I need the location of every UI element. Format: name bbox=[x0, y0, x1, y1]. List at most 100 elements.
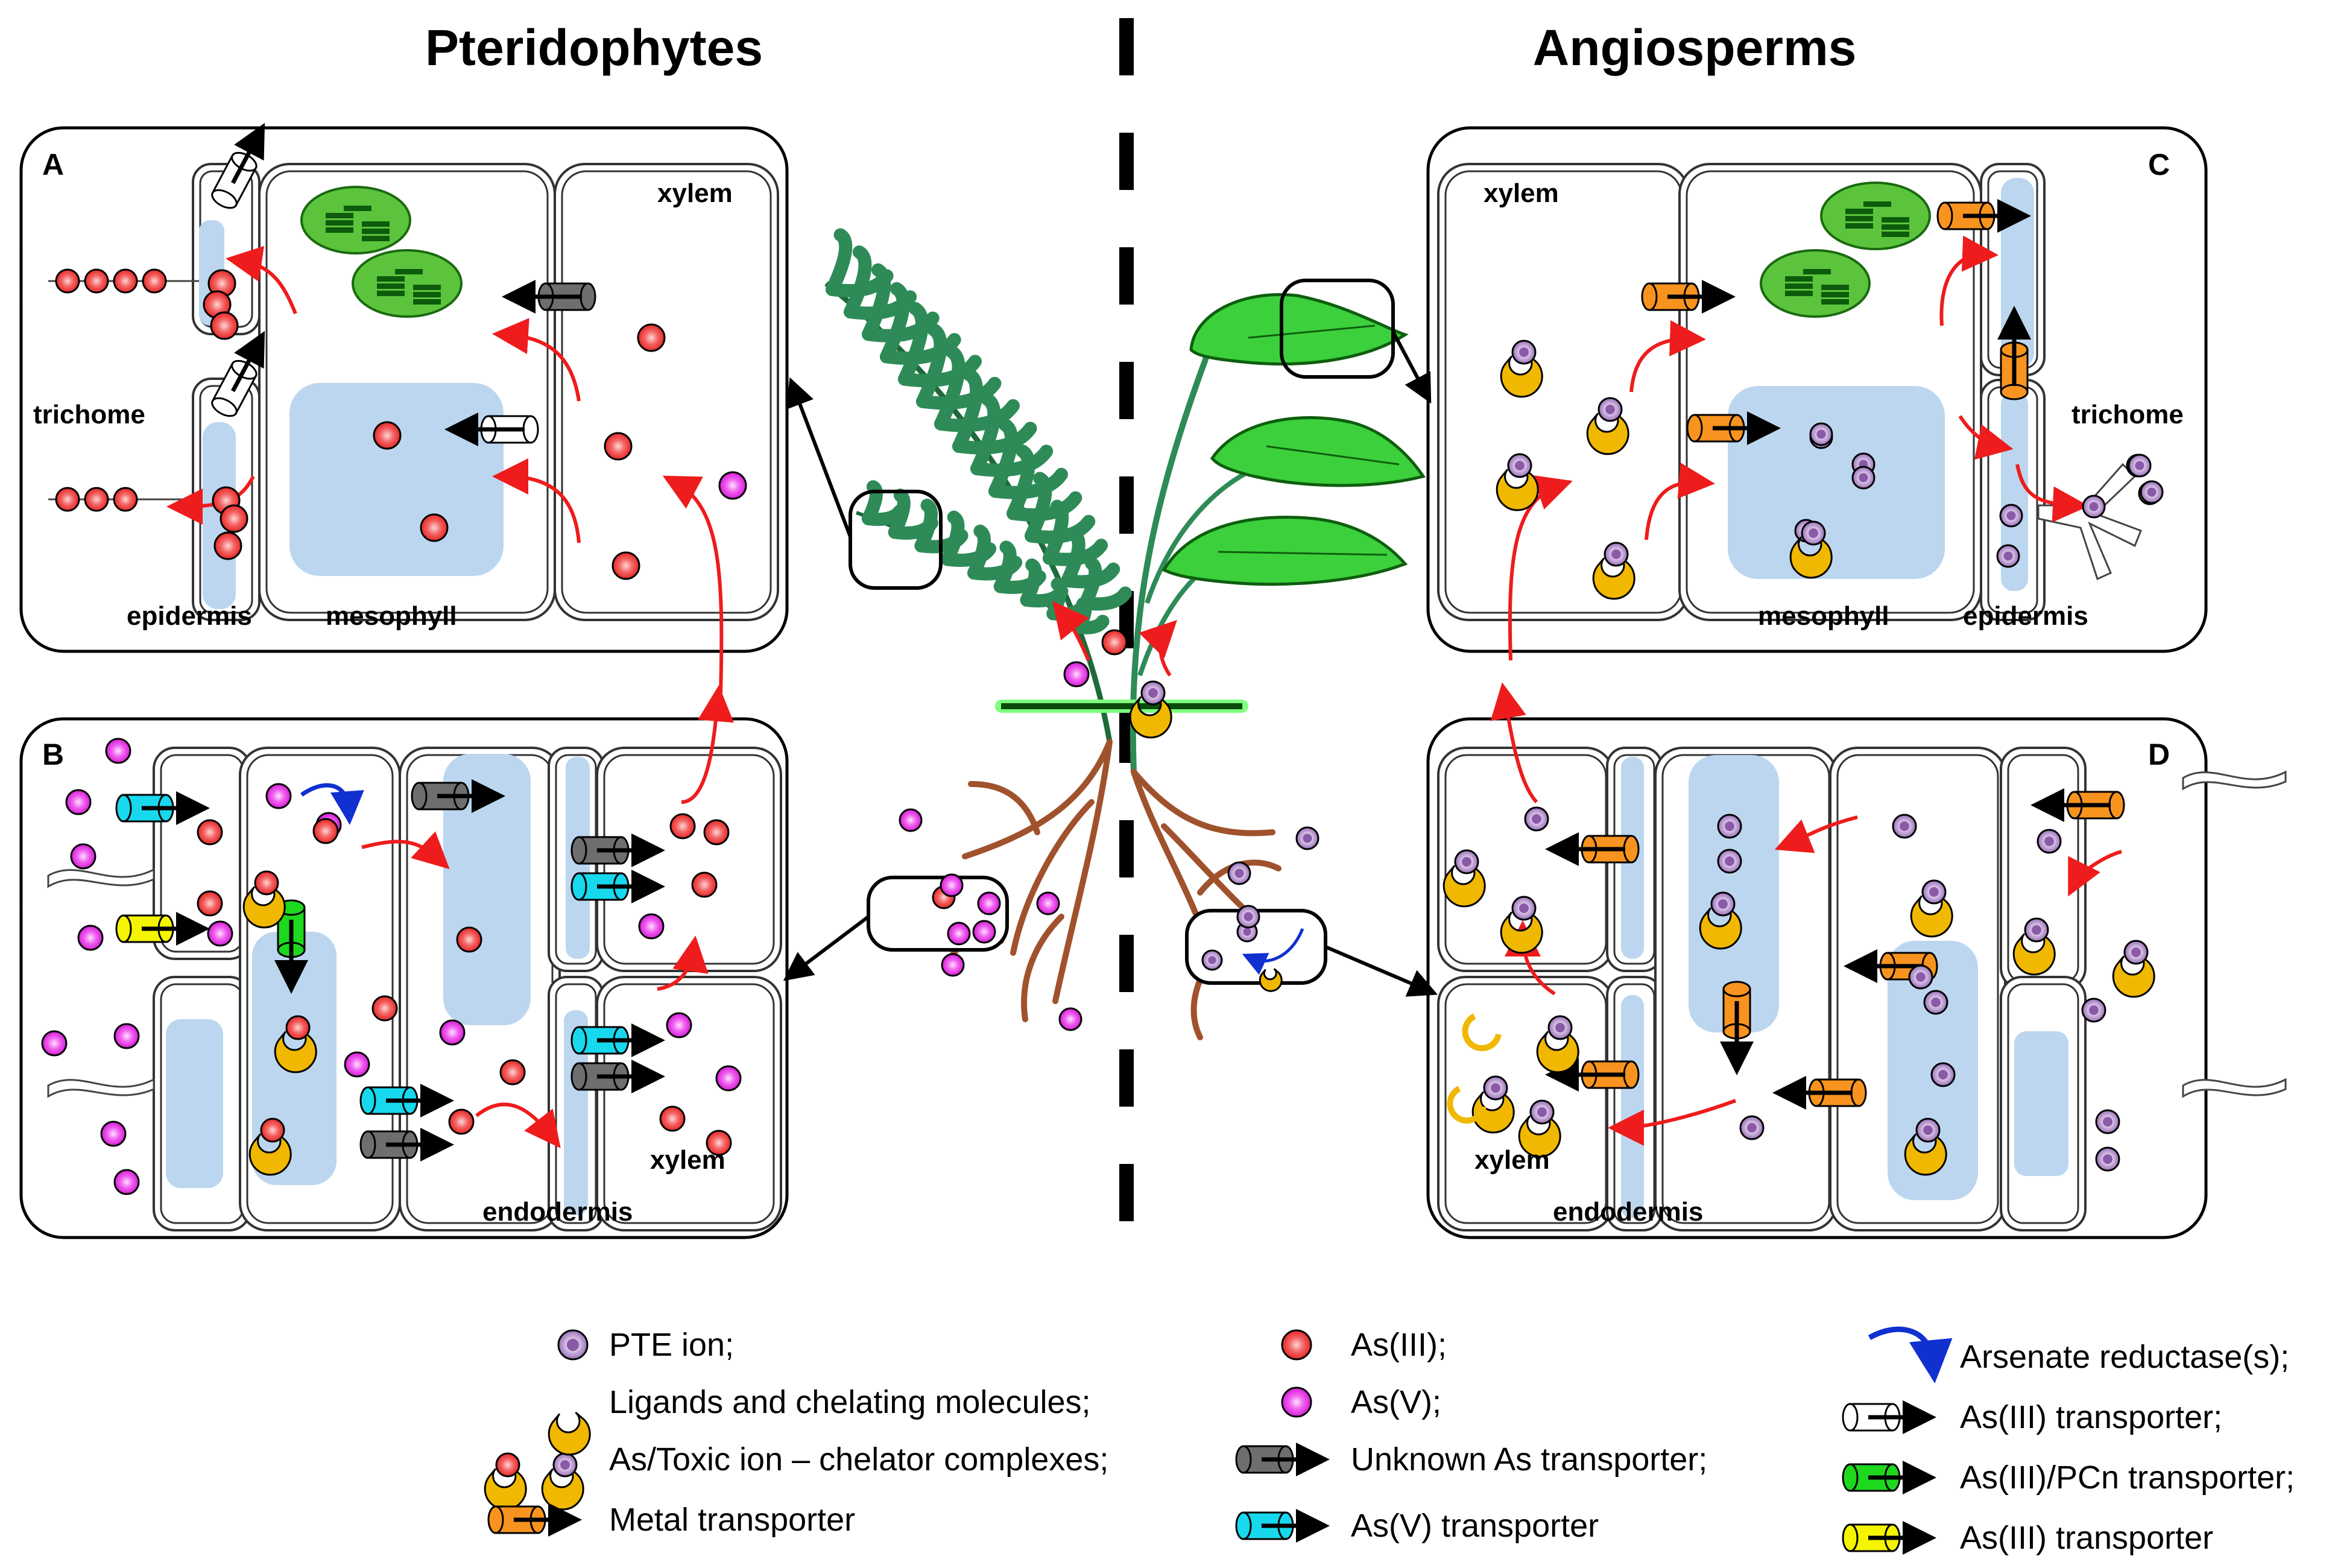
ion-sphere-icon bbox=[70, 843, 96, 870]
ion-core-icon bbox=[1243, 928, 1251, 936]
pte-ion-icon bbox=[1483, 1075, 1508, 1101]
cell-inner-wall bbox=[1686, 170, 1975, 614]
leaf-icon bbox=[1161, 516, 1408, 586]
as3-ion-icon bbox=[604, 432, 633, 461]
chelator-shape bbox=[1518, 1113, 1561, 1158]
as5-ion-icon bbox=[899, 808, 923, 832]
ion-sphere-icon bbox=[113, 1169, 140, 1195]
thylakoid bbox=[395, 269, 423, 274]
chelator-shape bbox=[2112, 953, 2155, 998]
chelator-arc-icon bbox=[548, 1411, 591, 1456]
as3-ion-icon bbox=[703, 819, 730, 846]
pte-ion-icon bbox=[1851, 466, 1876, 490]
pte-ion-icon bbox=[1801, 520, 1826, 546]
ion-core-icon bbox=[1725, 821, 1734, 831]
red-flow-arrow bbox=[475, 1102, 561, 1148]
as3-ion-icon bbox=[611, 551, 640, 580]
chelator-shape bbox=[274, 1029, 317, 1073]
ion-sphere-icon bbox=[420, 513, 449, 542]
pte-ion-icon bbox=[1597, 397, 1623, 422]
as3-ion-icon bbox=[220, 504, 248, 533]
as3-ion-icon bbox=[669, 813, 696, 839]
pte-ion-icon bbox=[1140, 680, 1166, 706]
red-flow-arrow bbox=[1774, 815, 1858, 853]
cylinder-end bbox=[1722, 981, 1751, 997]
pte-ion-icon bbox=[1604, 542, 1629, 567]
as3-ion-icon bbox=[1101, 629, 1128, 656]
chelator-shape bbox=[248, 1131, 292, 1176]
leaf-vein bbox=[1218, 551, 1388, 556]
cylinder-transporter-icon bbox=[1997, 306, 2031, 400]
root-hair bbox=[2182, 770, 2287, 791]
ion-sphere-icon bbox=[899, 808, 923, 832]
cylinder-transporter-icon bbox=[570, 833, 665, 867]
cylinder-transporter-icon bbox=[570, 870, 665, 903]
as3-ion-icon bbox=[495, 1452, 520, 1478]
as5-ion-icon bbox=[1063, 661, 1090, 688]
ion-sphere-icon bbox=[113, 268, 138, 294]
cylinder-end bbox=[570, 1062, 587, 1091]
cylinder-end bbox=[359, 1130, 376, 1159]
ion-core-icon bbox=[1816, 429, 1826, 439]
chelator-arc-icon bbox=[1259, 968, 1283, 992]
ion-sphere-icon bbox=[197, 890, 223, 917]
ion-sphere-icon bbox=[371, 995, 398, 1022]
cylinder-end bbox=[570, 836, 587, 865]
ion-sphere-icon bbox=[611, 551, 640, 580]
ion-sphere-icon bbox=[977, 891, 1001, 915]
chelator-arc-icon bbox=[1129, 694, 1172, 739]
thylakoid bbox=[326, 227, 353, 233]
as3-ion-icon bbox=[373, 421, 402, 450]
pte-ion-icon bbox=[1717, 849, 1742, 874]
leaf-vein bbox=[1266, 445, 1400, 466]
chloroplasts bbox=[300, 182, 1931, 318]
cylinder-transporter-icon bbox=[2030, 788, 2125, 822]
thylakoid bbox=[1845, 223, 1873, 229]
thylakoid bbox=[1821, 292, 1849, 297]
ion-sphere-icon bbox=[691, 871, 718, 898]
thylakoid bbox=[413, 285, 441, 290]
chelator-arc-icon bbox=[1904, 1131, 1947, 1176]
as3-ion-icon bbox=[260, 1118, 285, 1143]
ion-core-icon bbox=[1519, 347, 1529, 357]
cylinder-transporter-icon bbox=[502, 280, 596, 314]
cylinder-end bbox=[1842, 1523, 1859, 1552]
chelator-shape bbox=[1536, 1029, 1579, 1073]
ion-sphere-icon bbox=[659, 1105, 686, 1132]
cylinder-end bbox=[1235, 1511, 1252, 1540]
cylinder-end bbox=[487, 1505, 504, 1534]
as3-ion-icon bbox=[197, 890, 223, 917]
ion-sphere-icon bbox=[941, 953, 965, 977]
cylinder-transporter-icon bbox=[359, 1084, 454, 1118]
cylinder-end bbox=[1842, 1463, 1859, 1492]
as5-ion-icon bbox=[666, 1012, 692, 1038]
red-flow-arrow bbox=[1490, 682, 1538, 804]
cylinder-transporter-icon bbox=[1936, 199, 2031, 233]
pte-ion-icon bbox=[2095, 1109, 2120, 1134]
cylinder-end bbox=[115, 794, 132, 823]
chelator-shape bbox=[1500, 353, 1543, 398]
pte-ion-icon bbox=[1507, 453, 1532, 478]
root-icon bbox=[1131, 769, 1275, 836]
as3-pcn-transporter-legend-icon bbox=[1842, 1461, 1936, 1494]
ion-core-icon bbox=[2135, 461, 2144, 470]
as3-ion-icon bbox=[691, 871, 718, 898]
pte-ion-icon bbox=[1996, 544, 2020, 568]
cylinder-transporter-icon bbox=[570, 1060, 665, 1093]
fern-pinna-icon bbox=[1061, 528, 1085, 587]
ion-sphere-icon bbox=[947, 922, 971, 946]
ion-core-icon bbox=[1537, 1107, 1547, 1117]
chelator-arc-icon bbox=[248, 1131, 292, 1176]
cylinder-transporter-icon bbox=[115, 791, 210, 825]
transporters bbox=[115, 122, 2125, 1162]
pte-ion-icon bbox=[1524, 806, 1549, 832]
as5-ion-icon bbox=[70, 843, 96, 870]
zoom-box-leaf bbox=[1280, 279, 1395, 379]
pte-ion-icon bbox=[1809, 422, 1833, 446]
ion-sphere-icon bbox=[84, 268, 109, 294]
cylinder-transporter-icon bbox=[570, 1023, 665, 1057]
root-icon bbox=[962, 739, 1113, 859]
ion-sphere-icon bbox=[456, 926, 482, 953]
chelator-shape bbox=[1592, 555, 1635, 600]
thylakoid bbox=[1785, 276, 1813, 282]
